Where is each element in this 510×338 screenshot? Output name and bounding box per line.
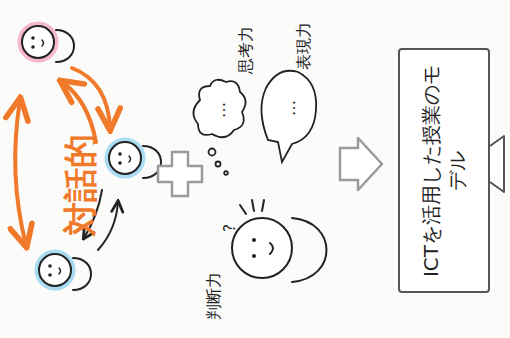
skill-label: 判断力 — [206, 272, 222, 320]
monitor-box: ICTを活用した授業のモデル — [398, 48, 490, 293]
skill-label: 思考力 — [238, 26, 254, 74]
plus-sign — [158, 152, 202, 196]
question-mark: ? — [223, 224, 238, 232]
thought-cloud — [193, 80, 245, 175]
monitor-stand — [490, 136, 504, 192]
person-figure — [37, 252, 91, 290]
speech-text: … — [282, 100, 298, 116]
thinking-person — [232, 200, 327, 282]
dialogue-arrow — [98, 202, 118, 250]
person-figure — [107, 140, 161, 178]
dialogue-arrow — [62, 82, 96, 142]
skill-label: 表現力 — [296, 22, 312, 70]
concept-label: 対話的 — [63, 134, 97, 236]
monitor-text: ICTを活用した授業のモデル — [418, 58, 470, 283]
person-figure — [20, 24, 74, 62]
flow-arrow — [340, 138, 382, 190]
thought-text: … — [212, 102, 228, 118]
dialogue-arrow — [15, 100, 26, 245]
speech-bubble — [261, 71, 316, 162]
